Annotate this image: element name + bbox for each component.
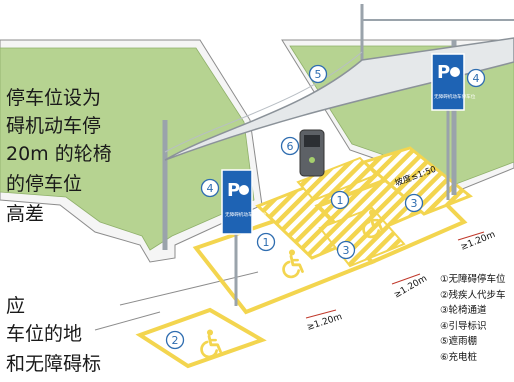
side-text-line: 碍机动车停 (6, 115, 102, 137)
legend: ①无障碍停车位 ②残疾人代步车 ③轮椅通道 ④引导标识 ⑤遮雨棚 ⑥充电桩 (440, 272, 514, 365)
marker-4b-circle (466, 68, 486, 88)
marker-5: 5 (315, 68, 322, 81)
wheelchair-aisle-top (296, 156, 378, 202)
dim-width-a: ≥1.20m (306, 312, 344, 333)
canopy-rib (164, 51, 363, 153)
side-text-line: 应 (6, 295, 26, 317)
side-text-line: 20m 的轮椅 (6, 143, 112, 165)
marker-6: 6 (287, 140, 294, 153)
pavement-edge-lower (94, 311, 161, 331)
charger-screen (304, 135, 320, 147)
marker-4a: 4 (207, 182, 214, 195)
marker-2: 2 (172, 334, 179, 347)
scooter-space (135, 307, 267, 369)
marker-3a: 3 (343, 244, 350, 257)
side-text-line: 停车位设为 (6, 87, 102, 109)
ev-charger (299, 129, 325, 177)
legend-item: ②残疾人代步车 (440, 289, 506, 301)
marker-3a-circle (336, 240, 356, 260)
left-grass (0, 47, 255, 251)
marker-4a-circle (200, 178, 220, 198)
dim-line-c (457, 231, 485, 241)
wheelchair-aisle-right (360, 146, 473, 216)
legend-item: ④引导标识 (440, 320, 487, 332)
sign-letter-back: P (437, 62, 450, 83)
accessibility-icon (450, 67, 460, 77)
side-text-line: 高差 (6, 203, 45, 225)
marker-4b: 4 (473, 72, 480, 85)
pavement-edge (119, 271, 259, 306)
accessibility-icon (239, 185, 249, 195)
side-text-line: 和无障碍标 (6, 353, 102, 375)
marker-5-circle (308, 64, 328, 84)
sign-caption-front: 无障碍机动车停车位 (225, 211, 267, 218)
wheelchair-symbol-icon (200, 328, 222, 359)
charger-light (309, 157, 315, 163)
marker-6-circle (280, 136, 300, 156)
marker-1a: 1 (263, 236, 270, 249)
legend-item: ③轮椅通道 (440, 305, 487, 316)
sign-panel-front (221, 169, 253, 235)
legend-item: ①无障碍停车位 (440, 274, 506, 285)
marker-3b: 3 (411, 197, 418, 210)
dim-line-b (391, 273, 421, 285)
sign-panel-back (431, 53, 465, 111)
legend-item: ⑤遮雨棚 (440, 336, 478, 347)
marker-1a-circle (256, 232, 276, 252)
side-text-line: 的停车位 (6, 173, 83, 195)
dim-line-a (305, 309, 337, 319)
markers: 5 4 6 4 1 3 1 3 2 (165, 64, 486, 350)
wheelchair-symbol-icon (282, 248, 304, 279)
side-text-line: 车位的地 (6, 323, 83, 345)
marker-2-circle (165, 330, 185, 350)
marker-1b: 1 (337, 194, 344, 207)
marker-3b-circle (404, 193, 424, 213)
marker-1b-circle (330, 190, 350, 210)
guide-sign-front: P 无障碍机动车停车位 (221, 169, 267, 306)
guide-sign-back: P 无障碍机动车停车位 (431, 53, 476, 200)
sign-letter-front: P (227, 180, 240, 201)
legend-item: ⑥充电桩 (440, 351, 478, 363)
sign-caption-back: 无障碍机动车停车位 (434, 93, 476, 100)
